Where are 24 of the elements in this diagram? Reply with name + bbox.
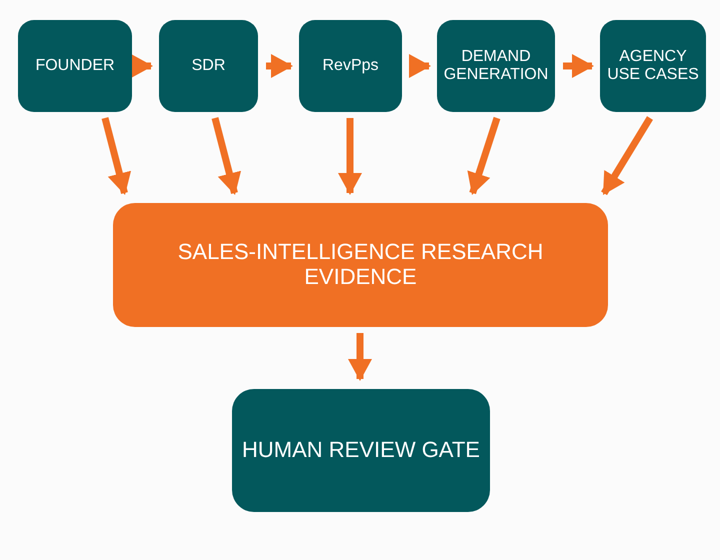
node-label: AGENCY USE CASES — [606, 48, 700, 84]
arrow — [467, 116, 500, 195]
node-label: RevPps — [322, 57, 379, 75]
node-label: SDR — [192, 57, 226, 75]
node-label: DEMAND GENERATION — [443, 48, 549, 84]
arrow — [212, 117, 242, 195]
arrow — [102, 117, 132, 195]
process-box — [437, 20, 555, 112]
node-label: HUMAN REVIEW GATE — [242, 438, 480, 463]
arrow — [409, 54, 431, 78]
process-box — [232, 389, 490, 512]
arrow — [563, 54, 594, 78]
arrow — [601, 116, 653, 196]
arrow — [348, 333, 372, 381]
process-box — [159, 20, 258, 112]
arrow — [266, 54, 293, 78]
arrow — [338, 118, 362, 195]
node-label: FOUNDER — [35, 57, 115, 75]
process-box — [18, 20, 132, 112]
node-label: SALES-INTELLIGENCE RESEARCH EVIDENCE — [176, 240, 544, 290]
process-box — [600, 20, 706, 112]
arrow — [131, 54, 153, 78]
process-box — [299, 20, 402, 112]
evidence-box — [113, 203, 608, 327]
